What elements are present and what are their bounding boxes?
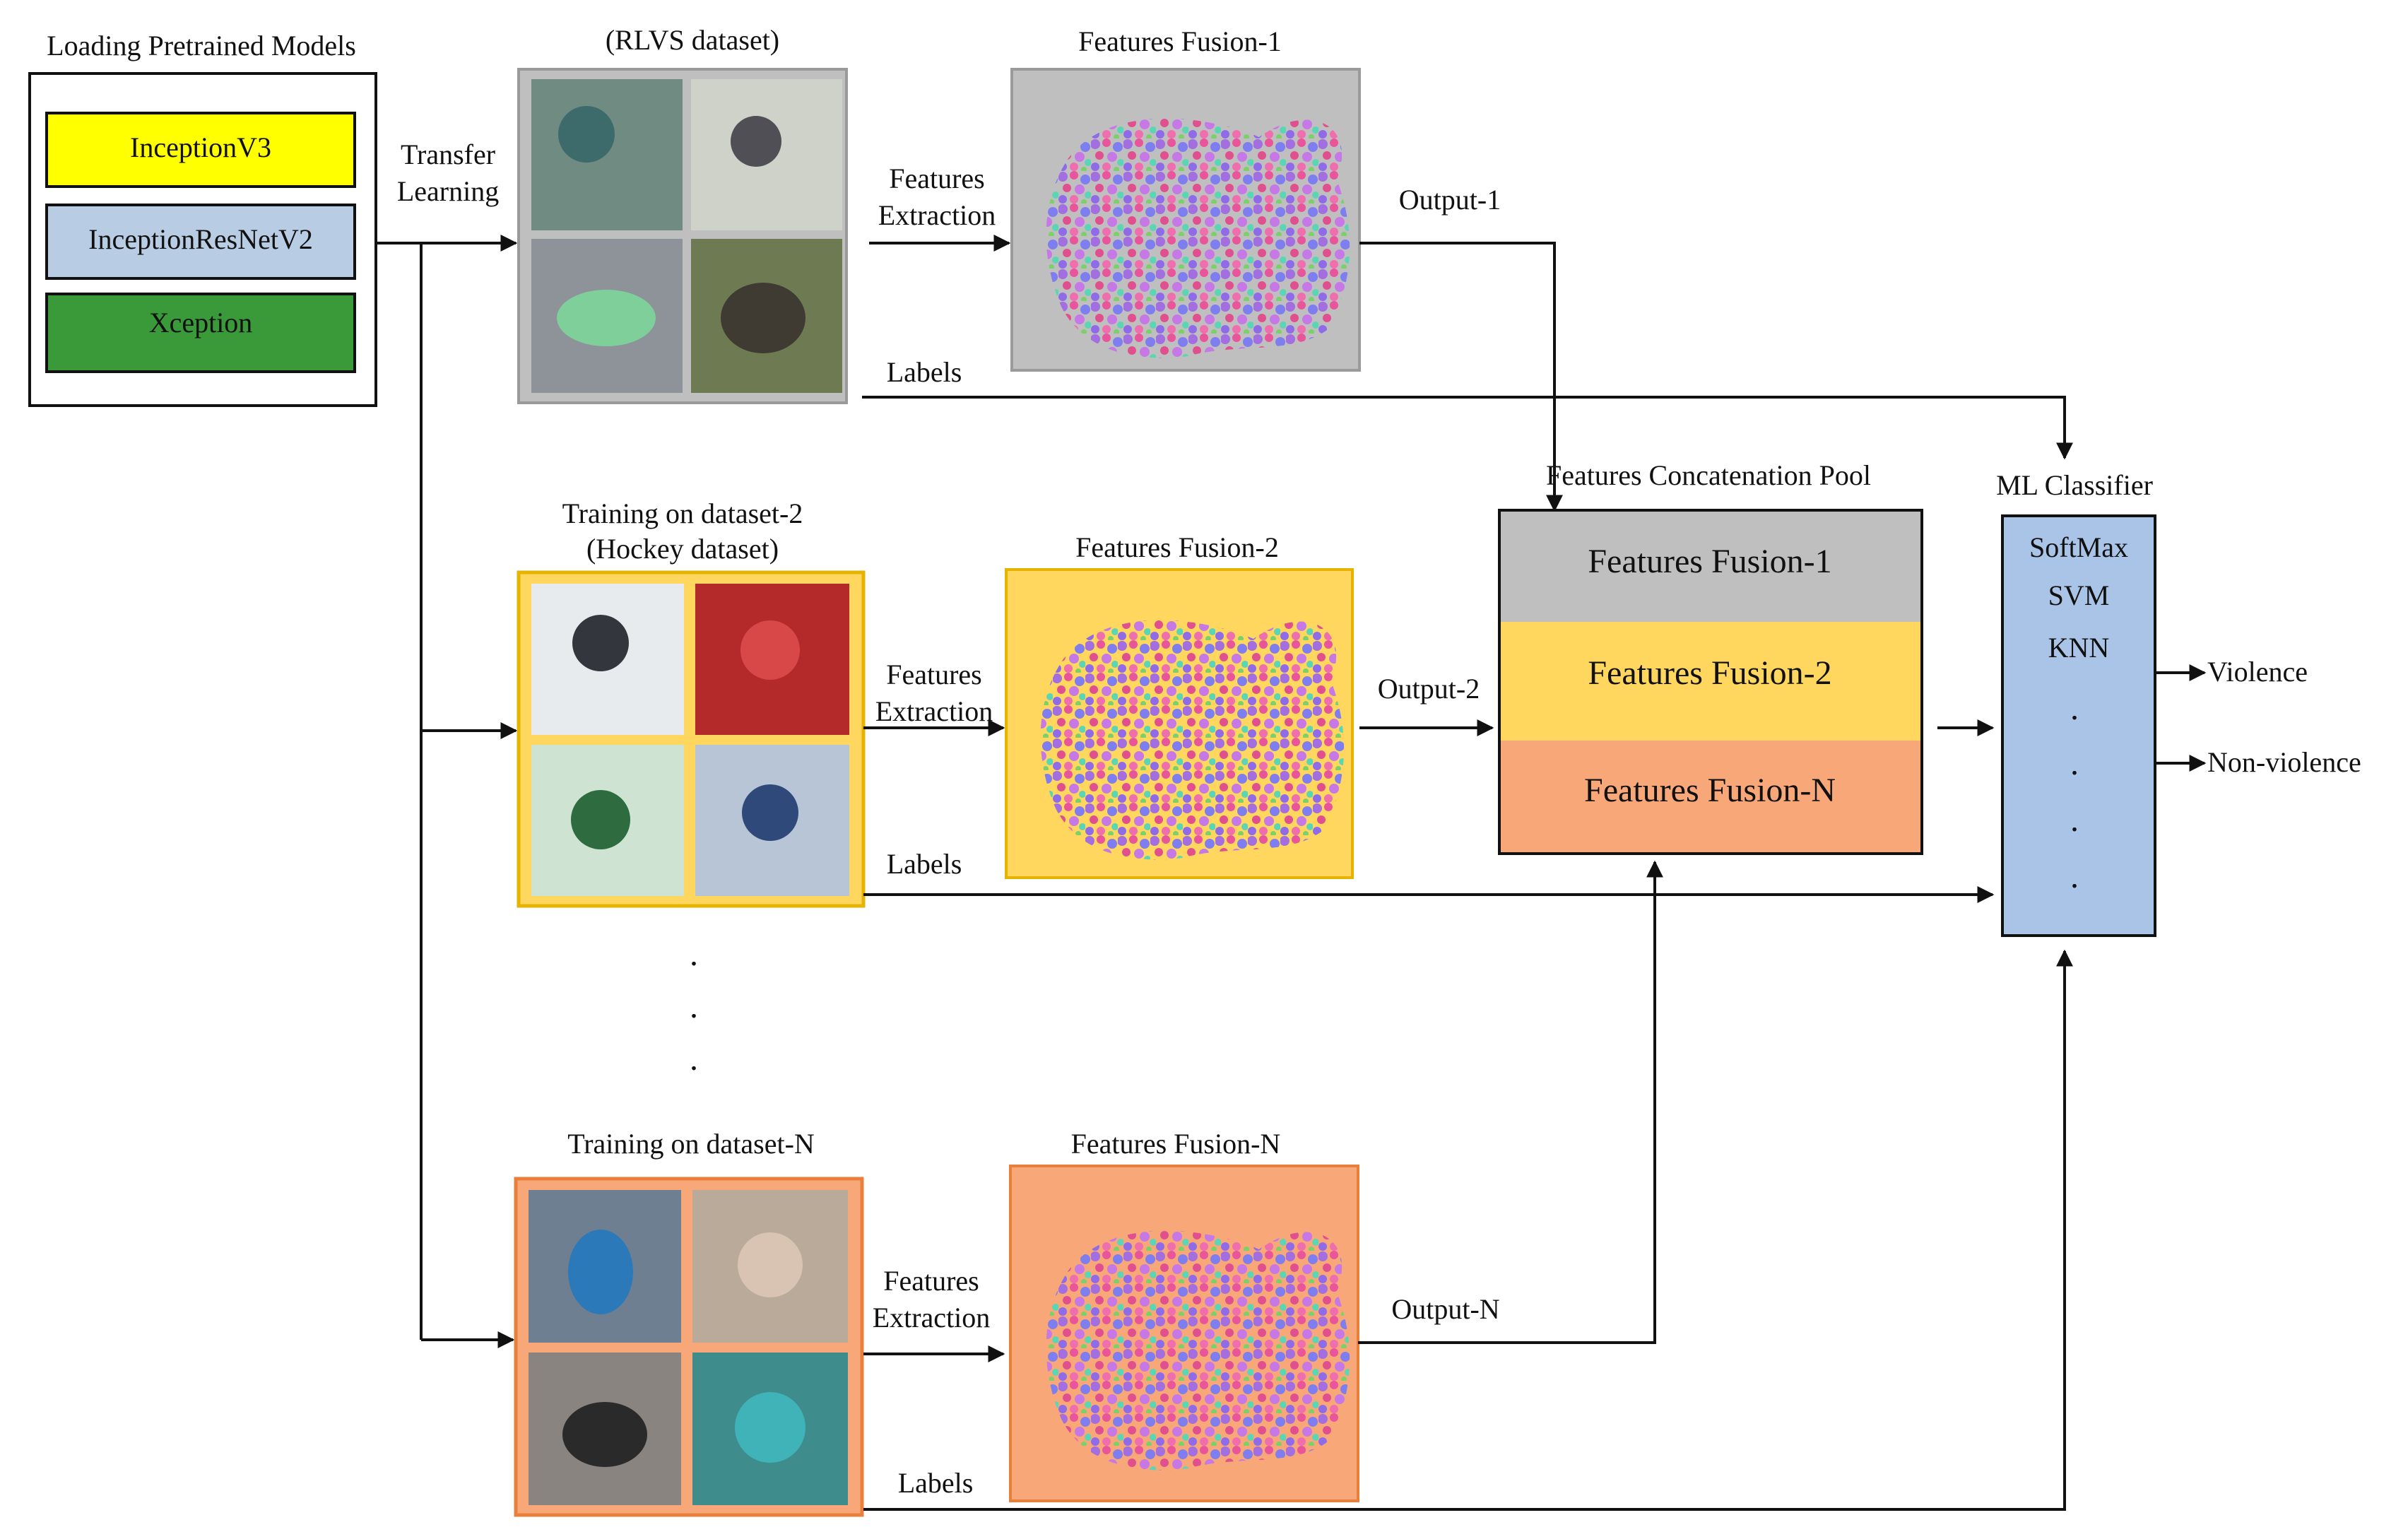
labelsN-text: Labels <box>898 1467 974 1499</box>
fusion2-title: Features Fusion-2 <box>1075 531 1279 563</box>
output2-label: Output-2 <box>1378 673 1480 705</box>
row-dataset-n: Training on dataset-N Features Extractio… <box>514 860 2073 1517</box>
fusion1-plot <box>1010 68 1361 372</box>
model-inception-resnet-v2-label: InceptionResNetV2 <box>88 223 313 255</box>
models-panel-title: Loading Pretrained Models <box>47 30 356 61</box>
output-violence: Violence <box>2207 656 2308 688</box>
pool-item-2: Features Fusion-2 <box>1588 654 1831 692</box>
fusion2-plot <box>1005 568 1354 879</box>
datasetN-title: Training on dataset-N <box>567 1128 815 1160</box>
pool-frame <box>1498 509 1923 855</box>
svg-text:.: . <box>2070 801 2079 839</box>
dataset2-title-line2: (Hockey dataset) <box>586 533 779 565</box>
dataset1-extraction-line1: Features <box>889 163 985 194</box>
pool-item-2-bg <box>1499 622 1922 741</box>
dataset1-image-grid <box>517 68 848 404</box>
svg-text:.: . <box>2070 745 2079 782</box>
rows-ellipsis: . . . <box>690 936 698 1078</box>
pool-title: Features Concatenation Pool <box>1546 459 1871 491</box>
transfer-connectors <box>376 235 518 1348</box>
model-xception-label: Xception <box>149 307 253 338</box>
row-dataset-2: Training on dataset-2 (Hockey dataset) F… <box>517 497 1995 908</box>
fusion1-title: Features Fusion-1 <box>1078 25 1282 57</box>
svg-text:.: . <box>690 936 698 973</box>
output-non-violence: Non-violence <box>2207 746 2361 778</box>
fusionN-title: Features Fusion-N <box>1071 1128 1281 1160</box>
pool-item-n-bg <box>1499 741 1922 854</box>
pretrained-models-panel: Loading Pretrained Models InceptionV3 In… <box>28 30 377 407</box>
fusionN-plot <box>1009 1165 1359 1502</box>
svg-text:.: . <box>2070 690 2079 727</box>
dataset2-image-grid <box>517 570 866 908</box>
output1-label: Output-1 <box>1399 184 1501 216</box>
classifier-outputs: Violence Non-violence <box>2155 656 2361 778</box>
model-inception-resnet-v2[interactable]: InceptionResNetV2 <box>45 204 356 280</box>
ml-classifier: ML Classifier SoftMax SVM KNN . . . . <box>1996 469 2156 937</box>
model-inception-v3[interactable]: InceptionV3 <box>45 112 356 188</box>
transfer-label-line1: Transfer <box>401 139 495 170</box>
model-xception[interactable]: Xception <box>45 293 356 373</box>
dataset2-extraction-line2: Extraction <box>875 695 993 727</box>
svg-text:.: . <box>2070 858 2079 895</box>
classifier-title: ML Classifier <box>1996 469 2153 501</box>
labels2-text: Labels <box>887 848 962 880</box>
datasetN-extraction-line1: Features <box>883 1265 979 1297</box>
pool-item-1-bg <box>1499 510 1922 622</box>
pool-item-n: Features Fusion-N <box>1584 772 1836 809</box>
dataset1-frame-1 <box>531 79 683 230</box>
svg-text:.: . <box>690 988 698 1025</box>
pool-item-1: Features Fusion-1 <box>1588 543 1831 580</box>
row-dataset-1: (RLVS dataset) Features Extraction Featu… <box>517 24 2073 512</box>
classifier-frame <box>2001 514 2156 937</box>
classifier-softmax: SoftMax <box>2029 531 2128 563</box>
outputN-label: Output-N <box>1391 1293 1499 1325</box>
labels1-text: Labels <box>887 356 962 388</box>
classifier-knn: KNN <box>2048 632 2110 664</box>
datasetN-image-grid <box>514 1177 864 1517</box>
features-concatenation-pool: Features Concatenation Pool Features Fus… <box>1498 459 1923 855</box>
dataset2-extraction-line1: Features <box>886 659 982 690</box>
classifier-svm: SVM <box>2048 579 2110 611</box>
svg-text:.: . <box>690 1040 698 1078</box>
transfer-label-line2: Learning <box>397 175 499 207</box>
datasetN-extraction-line2: Extraction <box>873 1302 991 1333</box>
dataset2-title-line1: Training on dataset-2 <box>562 497 803 529</box>
dataset1-title: (RLVS dataset) <box>606 24 779 56</box>
model-inception-v3-label: InceptionV3 <box>130 131 271 163</box>
dataset1-extraction-line2: Extraction <box>878 199 996 231</box>
